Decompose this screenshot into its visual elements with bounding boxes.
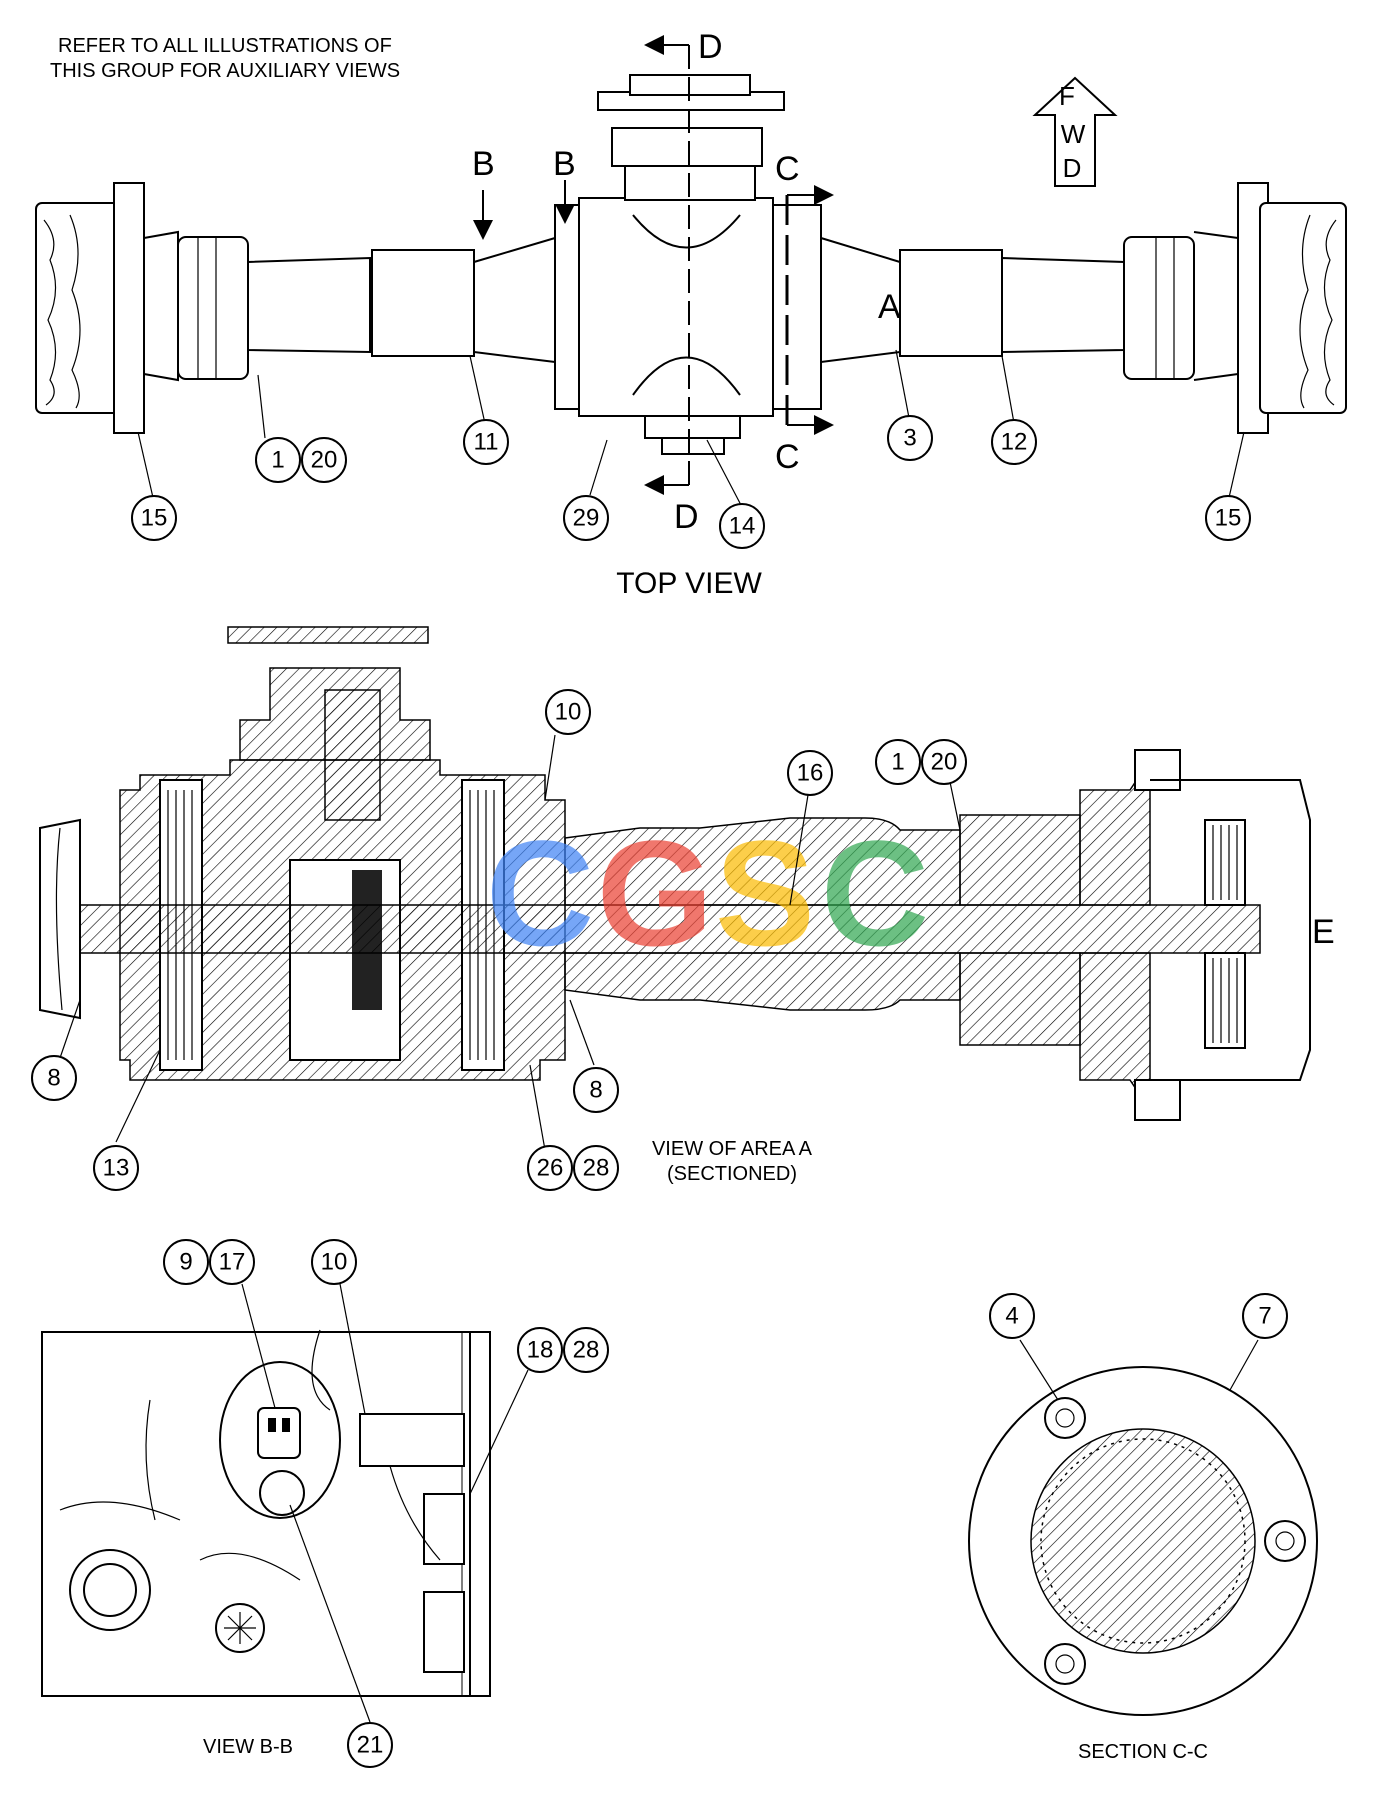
- callout-12-label: 12: [1001, 429, 1028, 456]
- callout-1-area-a-label: 1: [891, 749, 904, 776]
- fwd-letter-w: W: [1061, 119, 1086, 149]
- callout-21-label: 21: [357, 1732, 384, 1759]
- callout-10-area-a-label: 10: [555, 699, 582, 726]
- area-a-section-view: [39, 626, 1311, 1121]
- callout-16-label: 16: [797, 760, 824, 787]
- callout-8-right: 8: [573, 1067, 619, 1113]
- section-letter-d-top: D: [698, 28, 723, 66]
- callout-12: 12: [991, 419, 1037, 465]
- callout-20-area-a: 20: [921, 739, 967, 785]
- section-letter-e: E: [1312, 913, 1335, 951]
- callout-20-top-label: 20: [311, 447, 338, 474]
- area-a-leaders: [59, 734, 961, 1151]
- cc-leaders: [1019, 1339, 1259, 1401]
- callout-4-label: 4: [1005, 1303, 1018, 1330]
- callout-15-right: 15: [1205, 495, 1251, 541]
- callout-13-label: 13: [103, 1155, 130, 1182]
- section-letter-a: A: [878, 288, 901, 326]
- callout-17: 17: [209, 1239, 255, 1285]
- section-cc-drawing: [968, 1366, 1318, 1716]
- section-letter-b-right: B: [553, 145, 576, 183]
- callout-15-left: 15: [131, 495, 177, 541]
- callout-21: 21: [347, 1722, 393, 1768]
- fwd-letter-f: F: [1059, 81, 1075, 111]
- watermark-letter-c2: C: [821, 809, 929, 977]
- section-letter-d-bottom: D: [674, 498, 699, 536]
- callout-28-area-a: 28: [573, 1145, 619, 1191]
- view-bb-drawing: [41, 1329, 491, 1697]
- callout-7: 7: [1242, 1293, 1288, 1339]
- callout-11-label: 11: [474, 429, 499, 456]
- title-top-view: TOP VIEW: [616, 567, 762, 600]
- fwd-letter-d: D: [1063, 153, 1082, 183]
- section-letter-b-left: B: [472, 145, 495, 183]
- callout-15-right-label: 15: [1215, 505, 1242, 532]
- title-view-bb: VIEW B-B: [203, 1736, 293, 1758]
- callout-28-bb-label: 28: [573, 1337, 600, 1364]
- callout-8-left-label: 8: [47, 1065, 60, 1092]
- callout-1-top: 1: [255, 437, 301, 483]
- callout-29: 29: [563, 495, 609, 541]
- callout-9: 9: [163, 1239, 209, 1285]
- callout-10-bb: 10: [311, 1239, 357, 1285]
- callout-16: 16: [787, 750, 833, 796]
- watermark-letter-g: G: [597, 809, 714, 977]
- callout-28-area-a-label: 28: [583, 1155, 610, 1182]
- callout-14-label: 14: [729, 513, 756, 540]
- watermark-letter-c1: C: [486, 809, 594, 977]
- forward-arrow-icon: F W D: [1032, 76, 1118, 187]
- callout-29-label: 29: [573, 505, 600, 532]
- bb-leaders: [241, 1283, 529, 1723]
- title-section-cc: SECTION C-C: [1078, 1741, 1208, 1763]
- callout-20-top: 20: [301, 437, 347, 483]
- title-area-a-line-2: (SECTIONED): [667, 1163, 797, 1185]
- watermark-letter-s: S: [715, 809, 815, 977]
- callout-7-label: 7: [1258, 1303, 1271, 1330]
- callout-20-area-a-label: 20: [931, 749, 958, 776]
- callout-9-label: 9: [179, 1249, 192, 1276]
- callout-14: 14: [719, 503, 765, 549]
- callout-8-right-label: 8: [589, 1077, 602, 1104]
- callout-1-top-label: 1: [271, 447, 284, 474]
- callout-13: 13: [93, 1145, 139, 1191]
- callout-4: 4: [989, 1293, 1035, 1339]
- section-letter-c-bottom: C: [775, 438, 800, 476]
- top-view-leaders: [137, 349, 1245, 508]
- callout-18: 18: [517, 1327, 563, 1373]
- callout-26: 26: [527, 1145, 573, 1191]
- cgsc-watermark: C G S C: [486, 809, 929, 977]
- callout-11: 11: [463, 419, 509, 465]
- callout-17-label: 17: [219, 1249, 246, 1276]
- callout-1-area-a: 1: [875, 739, 921, 785]
- note-line-1: REFER TO ALL ILLUSTRATIONS OF: [58, 35, 392, 57]
- callout-15-left-label: 15: [141, 505, 168, 532]
- top-view-axle: [35, 35, 1347, 495]
- section-letter-c-top: C: [775, 150, 800, 188]
- callout-28-bb: 28: [563, 1327, 609, 1373]
- callout-10-area-a: 10: [545, 689, 591, 735]
- note-line-2: THIS GROUP FOR AUXILIARY VIEWS: [50, 60, 400, 82]
- callout-3: 3: [887, 415, 933, 461]
- callout-10-bb-label: 10: [321, 1249, 348, 1276]
- callout-18-label: 18: [527, 1337, 554, 1364]
- title-area-a-line-1: VIEW OF AREA A: [652, 1138, 813, 1160]
- callout-3-label: 3: [903, 425, 916, 452]
- callout-8-left: 8: [31, 1055, 77, 1101]
- callout-26-label: 26: [537, 1155, 564, 1182]
